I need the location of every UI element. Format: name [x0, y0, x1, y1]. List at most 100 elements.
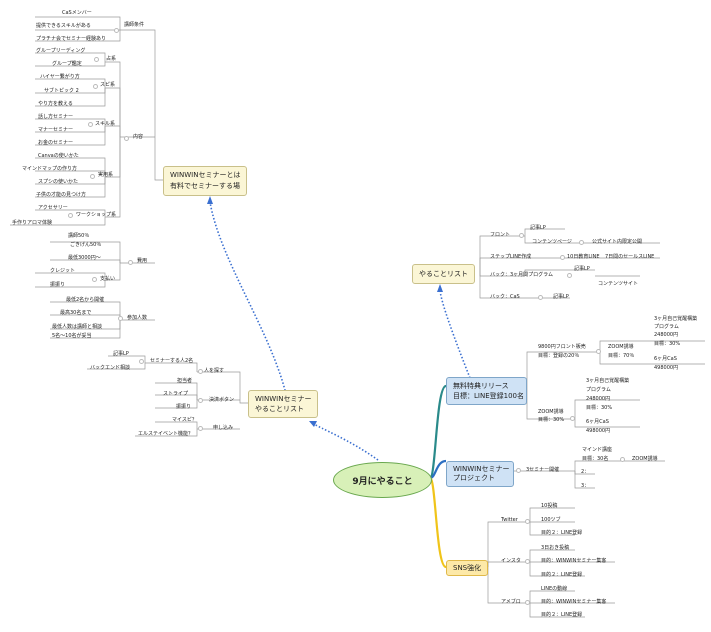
ten-item: グループ鑑定 — [52, 61, 82, 67]
winwin-seminar-3: 3： — [581, 483, 590, 489]
collapse-toggle[interactable] — [198, 426, 203, 431]
sub-spi: スピ系 — [100, 82, 116, 88]
collapse-toggle[interactable] — [88, 122, 93, 127]
recruit-item: 提供できるスキルがある — [36, 23, 91, 29]
todo-node[interactable]: WINWINセミナー やることリスト — [248, 390, 319, 418]
collapse-toggle[interactable] — [519, 233, 524, 238]
free-release-node[interactable]: 無料特典リリース 目標：LINE登録100名 — [446, 377, 527, 405]
todo-title-line2: やることリスト — [255, 405, 304, 413]
free-prog1: プログラム — [654, 324, 679, 330]
yaru-back-cas: バック：CaS — [490, 294, 520, 300]
skill-item: 話し方セミナー — [38, 114, 74, 120]
collapse-toggle[interactable] — [620, 457, 625, 462]
collapse-toggle[interactable] — [93, 84, 98, 89]
ws-item: アクセサリー — [38, 205, 68, 211]
spi-item: サブトピック 2 — [44, 88, 79, 94]
winwin-three: 3セミナー開催 — [526, 467, 560, 473]
sns-node[interactable]: SNS強化 — [446, 560, 488, 576]
fee-item: 講師50％ — [68, 233, 90, 239]
collapse-toggle[interactable] — [94, 57, 99, 62]
group-content: 内容 — [133, 134, 144, 140]
collapse-toggle[interactable] — [596, 349, 601, 354]
free-prog2: 3ヶ月自己覚醒構築 — [586, 378, 630, 384]
todo-kessai-item: ストライプ — [163, 391, 189, 397]
todo-title-line1: WINWINセミナー — [255, 395, 312, 403]
todo-hito: 人を探す — [204, 368, 225, 374]
collapse-toggle[interactable] — [90, 174, 95, 179]
collapse-toggle[interactable] — [128, 260, 133, 265]
collapse-toggle[interactable] — [570, 416, 575, 421]
yaru-contents-page: コンテンツページ — [532, 239, 572, 245]
root-title: 9月にやること — [352, 476, 413, 487]
jitsuyo-item: Canvaの使いかた — [38, 153, 79, 159]
tw-item: 10投稿 — [541, 503, 558, 509]
pay-item: クレジット — [50, 268, 76, 274]
free-cas2: 6ヶ月CaS — [586, 419, 609, 425]
sub-ten: 占系 — [106, 56, 117, 62]
collapse-toggle[interactable] — [198, 398, 203, 403]
jitsuyo-item: マインドマップの作り方 — [22, 166, 78, 172]
sub-workshop: ワークショップ系 — [76, 212, 117, 218]
yaru-public: 公式サイト内限定公開 — [592, 239, 643, 245]
todo-hito-leaf: 記事LP — [113, 351, 129, 357]
collapse-toggle[interactable] — [198, 369, 203, 374]
people-item: 最高30名まで — [60, 310, 92, 316]
collapse-toggle[interactable] — [114, 28, 119, 33]
skill-item: お金のセミナー — [38, 140, 74, 146]
free-front-goal: 目標：登録の20％ — [538, 353, 580, 359]
fee-item: ごきげん50％ — [70, 242, 102, 248]
collapse-toggle[interactable] — [124, 136, 129, 141]
tw-item: 100ツブ — [541, 517, 561, 523]
free-prog1: 248000円 — [654, 332, 679, 338]
yaru-back3-lp: 記事LP — [574, 266, 590, 272]
collapse-toggle[interactable] — [567, 273, 572, 278]
ig-item: 3日おき投稿 — [541, 545, 570, 551]
free-prog1: 3ヶ月自己覚醒構築 — [654, 316, 698, 322]
am-item: LINEの動線 — [541, 586, 568, 592]
root-node[interactable]: 9月にやること — [333, 462, 432, 498]
winwin-title-line2: プロジェクト — [453, 474, 495, 482]
collapse-toggle[interactable] — [525, 559, 530, 564]
free-zoom: ZOOM誘導 — [608, 344, 634, 350]
yaru-back3-site: コンテンツサイト — [598, 281, 639, 287]
free-title-line1: 無料特典リリース — [453, 382, 509, 390]
ten-item: グループリーディング — [36, 48, 86, 54]
skill-item: マナーセミナー — [38, 127, 74, 133]
am-item: 目的：WINWINセミナー集客 — [541, 599, 607, 605]
collapse-toggle[interactable] — [516, 468, 521, 473]
seminar-definition-node[interactable]: WINWINセミナーとは 有料でセミナーする場 — [163, 166, 248, 196]
collapse-toggle[interactable] — [139, 359, 144, 364]
people-item: 5名〜10名が妥当 — [52, 333, 92, 339]
sns-twitter: Twitter — [501, 517, 518, 523]
yaru-front: フロント — [490, 232, 511, 238]
collapse-toggle[interactable] — [525, 600, 530, 605]
free-zoom-goal: 目標：70％ — [608, 353, 635, 359]
collapse-toggle[interactable] — [525, 519, 530, 524]
free-cas1: 6ヶ月CaS — [654, 356, 677, 362]
spi-item: ハイヤー繋がり方 — [40, 74, 80, 80]
collapse-toggle[interactable] — [118, 316, 123, 321]
collapse-toggle[interactable] — [68, 213, 73, 218]
ig-item: 目的２：LINE登録 — [541, 572, 583, 578]
collapse-toggle[interactable] — [579, 240, 584, 245]
sub-skill: スキル系 — [95, 121, 116, 127]
yaru-step: ステップLINE作成 — [490, 254, 532, 260]
collapse-toggle[interactable] — [560, 255, 565, 260]
free-front: 9800円フロント販売 — [538, 344, 586, 350]
winwin-title-line1: WINWINセミナー — [453, 465, 510, 473]
people-item: 最低2名から開催 — [66, 297, 105, 303]
collapse-toggle[interactable] — [538, 295, 543, 300]
todo-kessai: 決済ボタン — [209, 397, 235, 403]
collapse-toggle[interactable] — [92, 277, 97, 282]
winwin-project-node[interactable]: WINWINセミナー プロジェクト — [446, 461, 514, 487]
free-cas2: 498000円 — [586, 428, 611, 434]
yaru-node[interactable]: やることリスト — [412, 264, 475, 284]
recruit-item: CaSメンバー — [62, 10, 92, 16]
todo-moshikomi-item: エルステイベント機能？ — [138, 431, 194, 437]
am-item: 目的２：LINE登録 — [541, 612, 583, 618]
pay-item: 振振り — [50, 282, 66, 288]
todo-moshikomi: 申し込み — [213, 425, 234, 431]
winwin-mind-goal: 目標：30名 — [582, 456, 609, 462]
winwin-mind: マインド講座 — [582, 447, 613, 453]
free-zoom2-goal: 目標：30% — [538, 417, 565, 423]
